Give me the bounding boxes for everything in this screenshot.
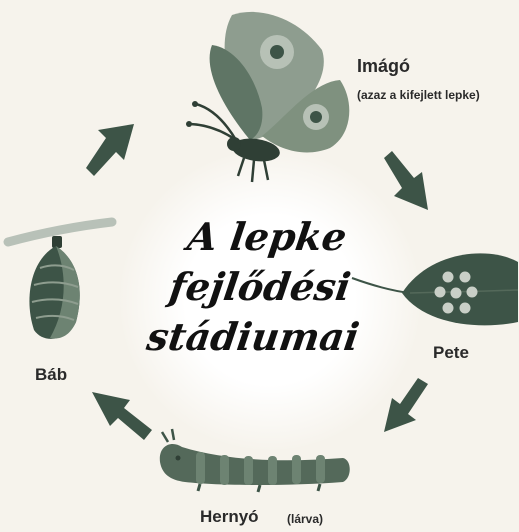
diagram-title: A lepke fejlődési stádiumai [139,212,380,362]
center-glow [120,150,420,450]
leaf-with-eggs-icon [351,253,519,326]
imago-label: Imágó [357,56,411,76]
title-line-2: fejlődési [166,264,354,309]
title-line-1: A lepke [184,214,350,259]
caterpillar-icon [159,428,350,493]
arrow-to-imago-icon [86,124,134,176]
arrow-to-pupa-icon [92,392,152,440]
pupa-label: Báb [35,365,68,384]
larva-label: Hernyó [200,507,259,526]
arrow-to-larva-icon [384,378,428,432]
egg-label: Pete [433,343,469,362]
chrysalis-icon [3,217,117,339]
butterfly-icon [186,11,350,183]
larva-sublabel: (lárva) [287,512,324,526]
title-line-3: stádiumai [144,314,362,359]
arrow-to-egg-icon [384,151,428,210]
imago-sublabel: (azaz a kifejlett lepke) [357,88,480,102]
